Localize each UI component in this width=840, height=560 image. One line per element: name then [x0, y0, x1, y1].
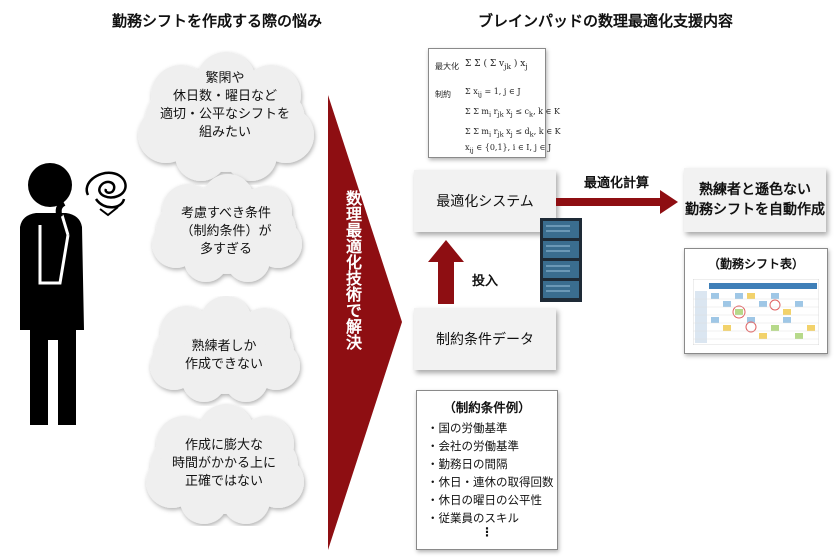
worry-text-1: 繁閑や 休日数・曜日など 適切・公平なシフトを 組みたい [159, 71, 290, 140]
formula-card: 最大化 Σ Σ ( Σ vjk ) xj 制約 Σ xij = 1, j ∈ J… [428, 48, 561, 158]
compute-label: 最適化計算 [584, 176, 650, 191]
solution-arrow [328, 95, 402, 550]
right-title: ブレインパッドの数理最適化支援内容 [478, 12, 734, 30]
more-ellipsis: ⋮ [481, 525, 493, 539]
compute-arrow [556, 190, 678, 214]
result-label: 熟練者と遜色ない 勤務シフトを自動作成 [685, 182, 825, 218]
constraint-examples-card: （制約条件例） ・国の労働基準 ・会社の労働基準 ・勤務日の間隔 ・休日・連休の… [416, 390, 558, 550]
list-item: ・休日の曜日の公平性 [427, 493, 542, 507]
constraint-formula-4: xij ∈ {0,1}, i ∈ I, j ∈ J [465, 143, 552, 155]
constraint-data-label: 制約条件データ [436, 332, 534, 348]
optimization-system-label: 最適化システム [436, 194, 534, 210]
shift-table-card: （勤務シフト表） [684, 248, 828, 354]
objective-formula: Σ Σ ( Σ vjk ) xj [465, 59, 528, 71]
constraint-formula-3: Σ Σ mi rjk xj ≤ dk, k ∈ K [465, 127, 561, 139]
worry-text-2: 考慮すべき条件 （制約条件）が 多すぎる [180, 206, 272, 257]
optimization-system-box: 最適化システム [414, 170, 556, 232]
solution-arrow-text: 数理最適化技術で解決 [343, 190, 362, 350]
worry-cloud-4 [146, 404, 304, 524]
server-rack-icon [540, 218, 582, 302]
list-item: ・休日・連休の取得回数 [427, 475, 554, 489]
subject-to-label: 制約 [435, 90, 451, 99]
input-arrow [428, 240, 464, 304]
shift-table-title: （勤務シフト表） [707, 257, 804, 271]
list-item: ・勤務日の間隔 [427, 457, 508, 471]
confusion-swirl-icon [85, 171, 127, 217]
maximize-label: 最大化 [435, 62, 459, 71]
list-item: ・国の労働基準 [427, 421, 508, 435]
result-box: 熟練者と遜色ない 勤務シフトを自動作成 [684, 168, 826, 232]
worry-cloud-1 [138, 52, 314, 181]
shift-table-thumbnail [693, 279, 819, 345]
constraint-formula-1: Σ xij = 1, j ∈ J [465, 87, 521, 99]
worry-text-4: 作成に膨大な 時間がかかる上に 正確ではない [171, 438, 276, 489]
constraint-formula-2: Σ Σ mi rjk xj ≤ ck, k ∈ K [465, 107, 560, 119]
constraint-examples-list: ・国の労働基準 ・会社の労働基準 ・勤務日の間隔 ・休日・連休の取得回数 ・休日… [427, 419, 554, 527]
constraint-data-box: 制約条件データ [414, 308, 556, 370]
list-item: ・会社の労働基準 [427, 439, 519, 453]
worried-person-icon [20, 163, 84, 425]
worry-text-3: 熟練者しか 作成できない [184, 339, 263, 372]
constraint-examples-title: （制約条件例） [443, 400, 531, 415]
worry-cloud-2 [152, 174, 302, 282]
list-item: ・従業員のスキル [427, 511, 519, 525]
worry-cloud-3 [150, 296, 300, 402]
input-label: 投入 [472, 274, 499, 289]
left-title: 勤務シフトを作成する際の悩み [112, 12, 323, 30]
